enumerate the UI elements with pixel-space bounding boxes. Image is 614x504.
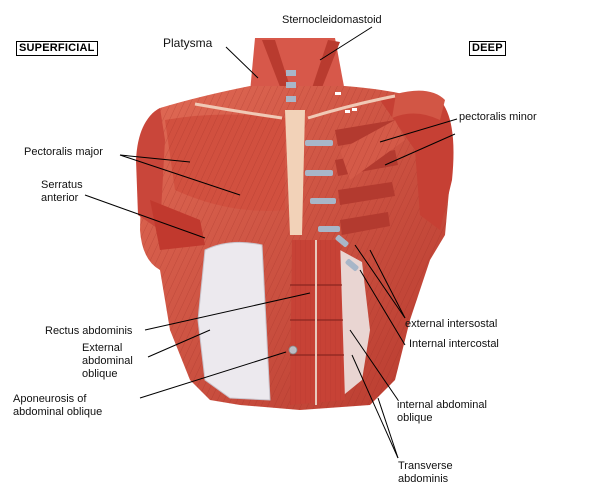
heading-superficial: SUPERFICIAL bbox=[16, 41, 98, 56]
leader-lines bbox=[84, 26, 458, 459]
sternum bbox=[285, 110, 305, 235]
label-rectus-abdominis: Rectus abdominis bbox=[45, 325, 133, 337]
label-aponeurosis: Aponeurosis of abdominal oblique bbox=[13, 393, 103, 418]
label-external-intercostal: external intersostal bbox=[405, 318, 498, 330]
label-pectoralis-minor: pectoralis minor bbox=[459, 111, 537, 123]
heading-deep: DEEP bbox=[469, 41, 506, 56]
label-internal-intercostal: Internal intercostal bbox=[409, 338, 499, 350]
right-shoulder bbox=[380, 94, 454, 230]
label-external-abdominal-oblique: External abdominal oblique bbox=[82, 342, 133, 380]
label-transverse-abdominis: Transverse abdominis bbox=[398, 460, 453, 485]
label-internal-abdominal-oblique: internal abdominal oblique bbox=[397, 399, 487, 424]
label-serratus-anterior: Serratus anterior bbox=[41, 179, 83, 204]
rib-cartilages bbox=[286, 70, 359, 271]
aponeurosis-area bbox=[198, 242, 270, 400]
left-arm bbox=[136, 108, 165, 230]
label-pectoralis-major: Pectoralis major bbox=[24, 146, 103, 158]
label-sternocleidomastoid: Sternocleidomastoid bbox=[282, 14, 382, 26]
serratus-anterior-muscle bbox=[150, 200, 205, 250]
label-platysma: Platysma bbox=[163, 36, 213, 50]
